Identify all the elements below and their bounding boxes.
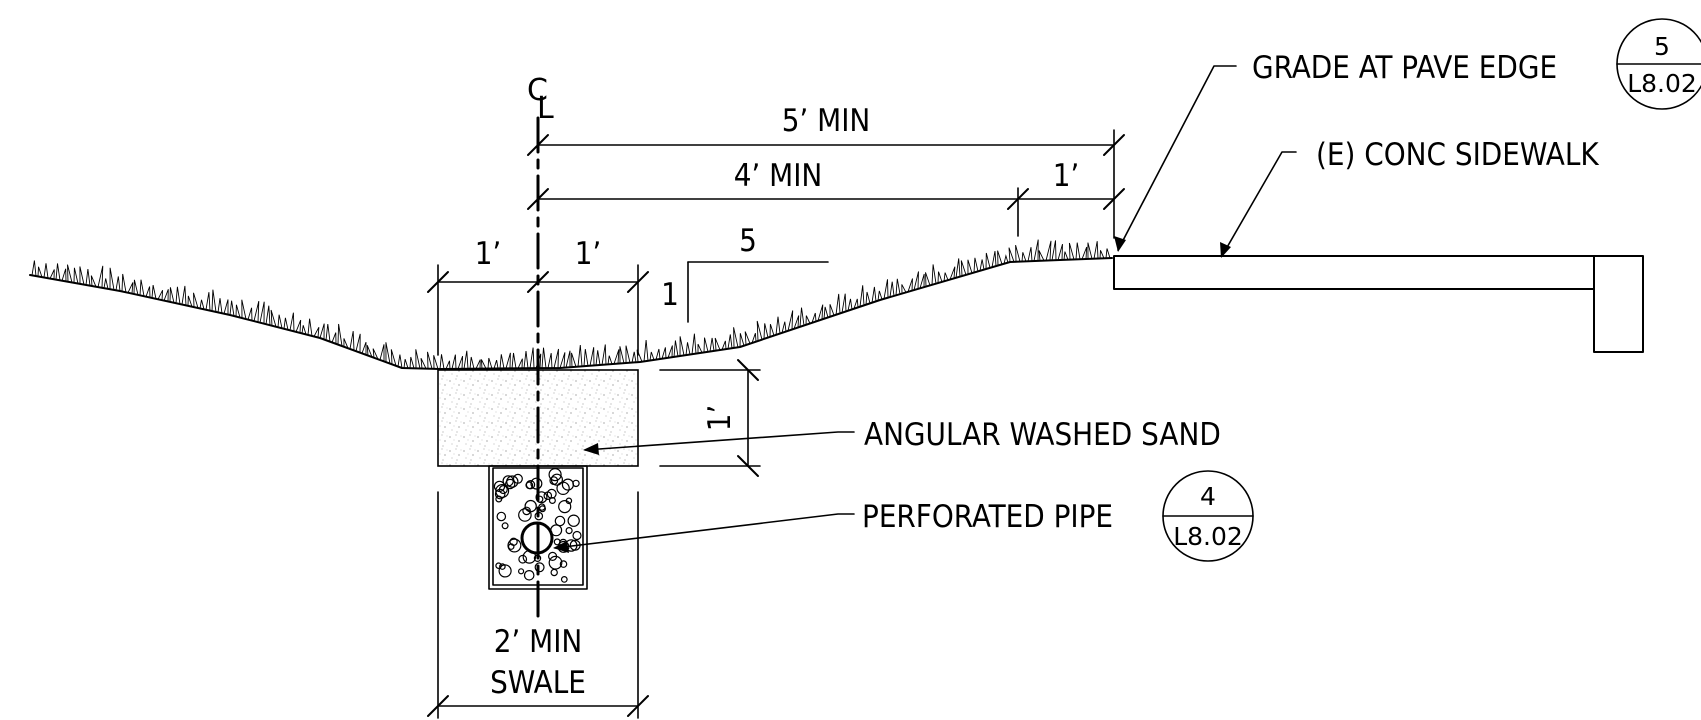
dimension-depth-label: 1’: [702, 405, 738, 432]
gravel-stone: [548, 497, 556, 505]
sand-callout: ANGULAR WASHED SAND: [583, 417, 1221, 455]
swale-width-label: 2’ MIN: [494, 624, 583, 660]
gravel-stone: [550, 568, 558, 577]
gravel-stone: [538, 505, 546, 513]
swale-word-label: SWALE: [490, 665, 586, 701]
slope-rise-label: 1: [661, 277, 679, 313]
gravel-stone: [530, 477, 543, 490]
sand-callout-text: ANGULAR WASHED SAND: [864, 417, 1221, 453]
gravel-stone: [518, 508, 532, 522]
dimension-1-1: 1’ 1’: [427, 236, 649, 356]
gravel-stone: [547, 551, 558, 562]
gravel-stone: [560, 576, 568, 583]
grade-callout: GRADE AT PAVE EDGE 5 L8.02: [1114, 18, 1701, 252]
centerline: C L: [527, 73, 554, 622]
gravel-stone: [548, 468, 562, 482]
grade-ref-top: 5: [1654, 32, 1670, 61]
gravel-stone: [517, 568, 525, 575]
gravel-stone: [525, 481, 534, 490]
grade-callout-text: GRADE AT PAVE EDGE: [1252, 50, 1557, 86]
slope-run-label: 5: [739, 223, 757, 259]
gravel-stone: [567, 514, 580, 527]
gravel-stone: [498, 485, 508, 495]
sidewalk-callout-text: (E) CONC SIDEWALK: [1316, 137, 1599, 173]
gravel-stone: [572, 479, 580, 488]
dimension-1-left-b-label: 1’: [575, 236, 602, 272]
gravel-stone: [493, 480, 506, 493]
gravel-stone: [496, 511, 507, 522]
gravel-stone: [550, 473, 564, 486]
ground-line: [29, 257, 1113, 370]
gravel-stone: [534, 562, 545, 573]
dimension-5-min-label: 5’ MIN: [782, 103, 871, 139]
dimension-4-min: 4’ MIN 1’: [527, 158, 1125, 237]
gravel-stone: [507, 543, 515, 550]
gravel-stone: [499, 563, 506, 570]
dimension-1-right-label: 1’: [1053, 158, 1080, 194]
gravel-stone: [556, 481, 570, 495]
pipe-ref-bottom: L8.02: [1173, 522, 1243, 551]
gravel-stone: [494, 488, 506, 500]
gravel-stone: [522, 506, 531, 516]
grade-ref-bottom: L8.02: [1627, 69, 1697, 98]
gravel-stones: [493, 468, 582, 583]
sidewalk-callout: (E) CONC SIDEWALK: [1220, 137, 1599, 258]
gravel-stone: [554, 515, 566, 527]
concrete-sidewalk: [1113, 255, 1644, 353]
gravel-stone: [495, 562, 502, 570]
gravel-stone: [501, 522, 509, 530]
centerline-c: C: [527, 73, 548, 108]
grass-hatch: [31, 239, 1111, 370]
gravel-stone: [523, 569, 535, 581]
pipe-callout-text: PERFORATED PIPE: [862, 499, 1113, 535]
gravel-stone: [535, 491, 548, 504]
gravel-stone: [505, 478, 516, 490]
gravel-stone: [512, 473, 523, 484]
gravel-stone: [559, 560, 568, 568]
gravel-stone: [572, 530, 582, 541]
gravel-stone: [507, 538, 522, 553]
pipe-ref-top: 4: [1200, 482, 1216, 511]
pipe-callout: PERFORATED PIPE 4 L8.02: [553, 470, 1254, 562]
gravel-stone: [543, 491, 553, 501]
dimension-1-left-a-label: 1’: [475, 236, 502, 272]
gravel-stone: [558, 500, 572, 514]
gravel-stone: [518, 554, 528, 564]
gravel-stone: [548, 555, 563, 570]
dimension-swale: 2’ MIN SWALE: [427, 491, 649, 719]
dimension-5-min: 5’ MIN: [527, 103, 1125, 239]
dimension-4-min-label: 4’ MIN: [734, 158, 823, 194]
dimension-depth: 1’: [659, 359, 761, 477]
gravel-stone: [565, 526, 573, 535]
gravel-stone: [495, 484, 510, 499]
centerline-l: L: [537, 91, 554, 126]
slope-indicator: 5 1: [661, 223, 829, 323]
